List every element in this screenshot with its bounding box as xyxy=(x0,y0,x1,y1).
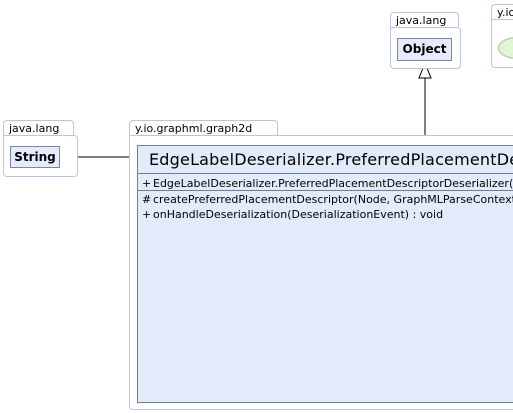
class-object[interactable]: Object xyxy=(397,38,452,61)
package-tab-java-lang-string: java.lang xyxy=(3,120,74,135)
generalization-arrowhead xyxy=(418,61,432,79)
visibility-marker: + xyxy=(142,208,152,221)
method-signature: onHandleDeserialization(DeserializationE… xyxy=(153,208,444,221)
method-row: +onHandleDeserialization(Deserialization… xyxy=(138,206,513,221)
package-tab-java-lang-object: java.lang xyxy=(390,12,459,27)
method-row: #createPreferredPlacementDescriptor(Node… xyxy=(138,191,513,206)
method-signature: createPreferredPlacementDescriptor(Node,… xyxy=(153,193,513,206)
compartment-separator xyxy=(138,173,513,174)
visibility-marker: + xyxy=(142,177,152,190)
constructor-signature: EdgeLabelDeserializer.PreferredPlacement… xyxy=(153,177,513,190)
constructor-row: +EdgeLabelDeserializer.PreferredPlacemen… xyxy=(138,174,513,190)
class-edge-label-deserializer-ppd-deserializer[interactable]: EdgeLabelDeserializer.PreferredPlacement… xyxy=(137,145,513,403)
compartment-separator xyxy=(138,190,513,191)
package-tab-y-io: y.io xyxy=(491,4,513,19)
package-tab-graph2d: y.io.graphml.graph2d xyxy=(129,120,278,135)
visibility-marker: # xyxy=(142,193,152,206)
class-title: EdgeLabelDeserializer.PreferredPlacement… xyxy=(149,150,513,169)
class-string[interactable]: String xyxy=(10,146,60,168)
